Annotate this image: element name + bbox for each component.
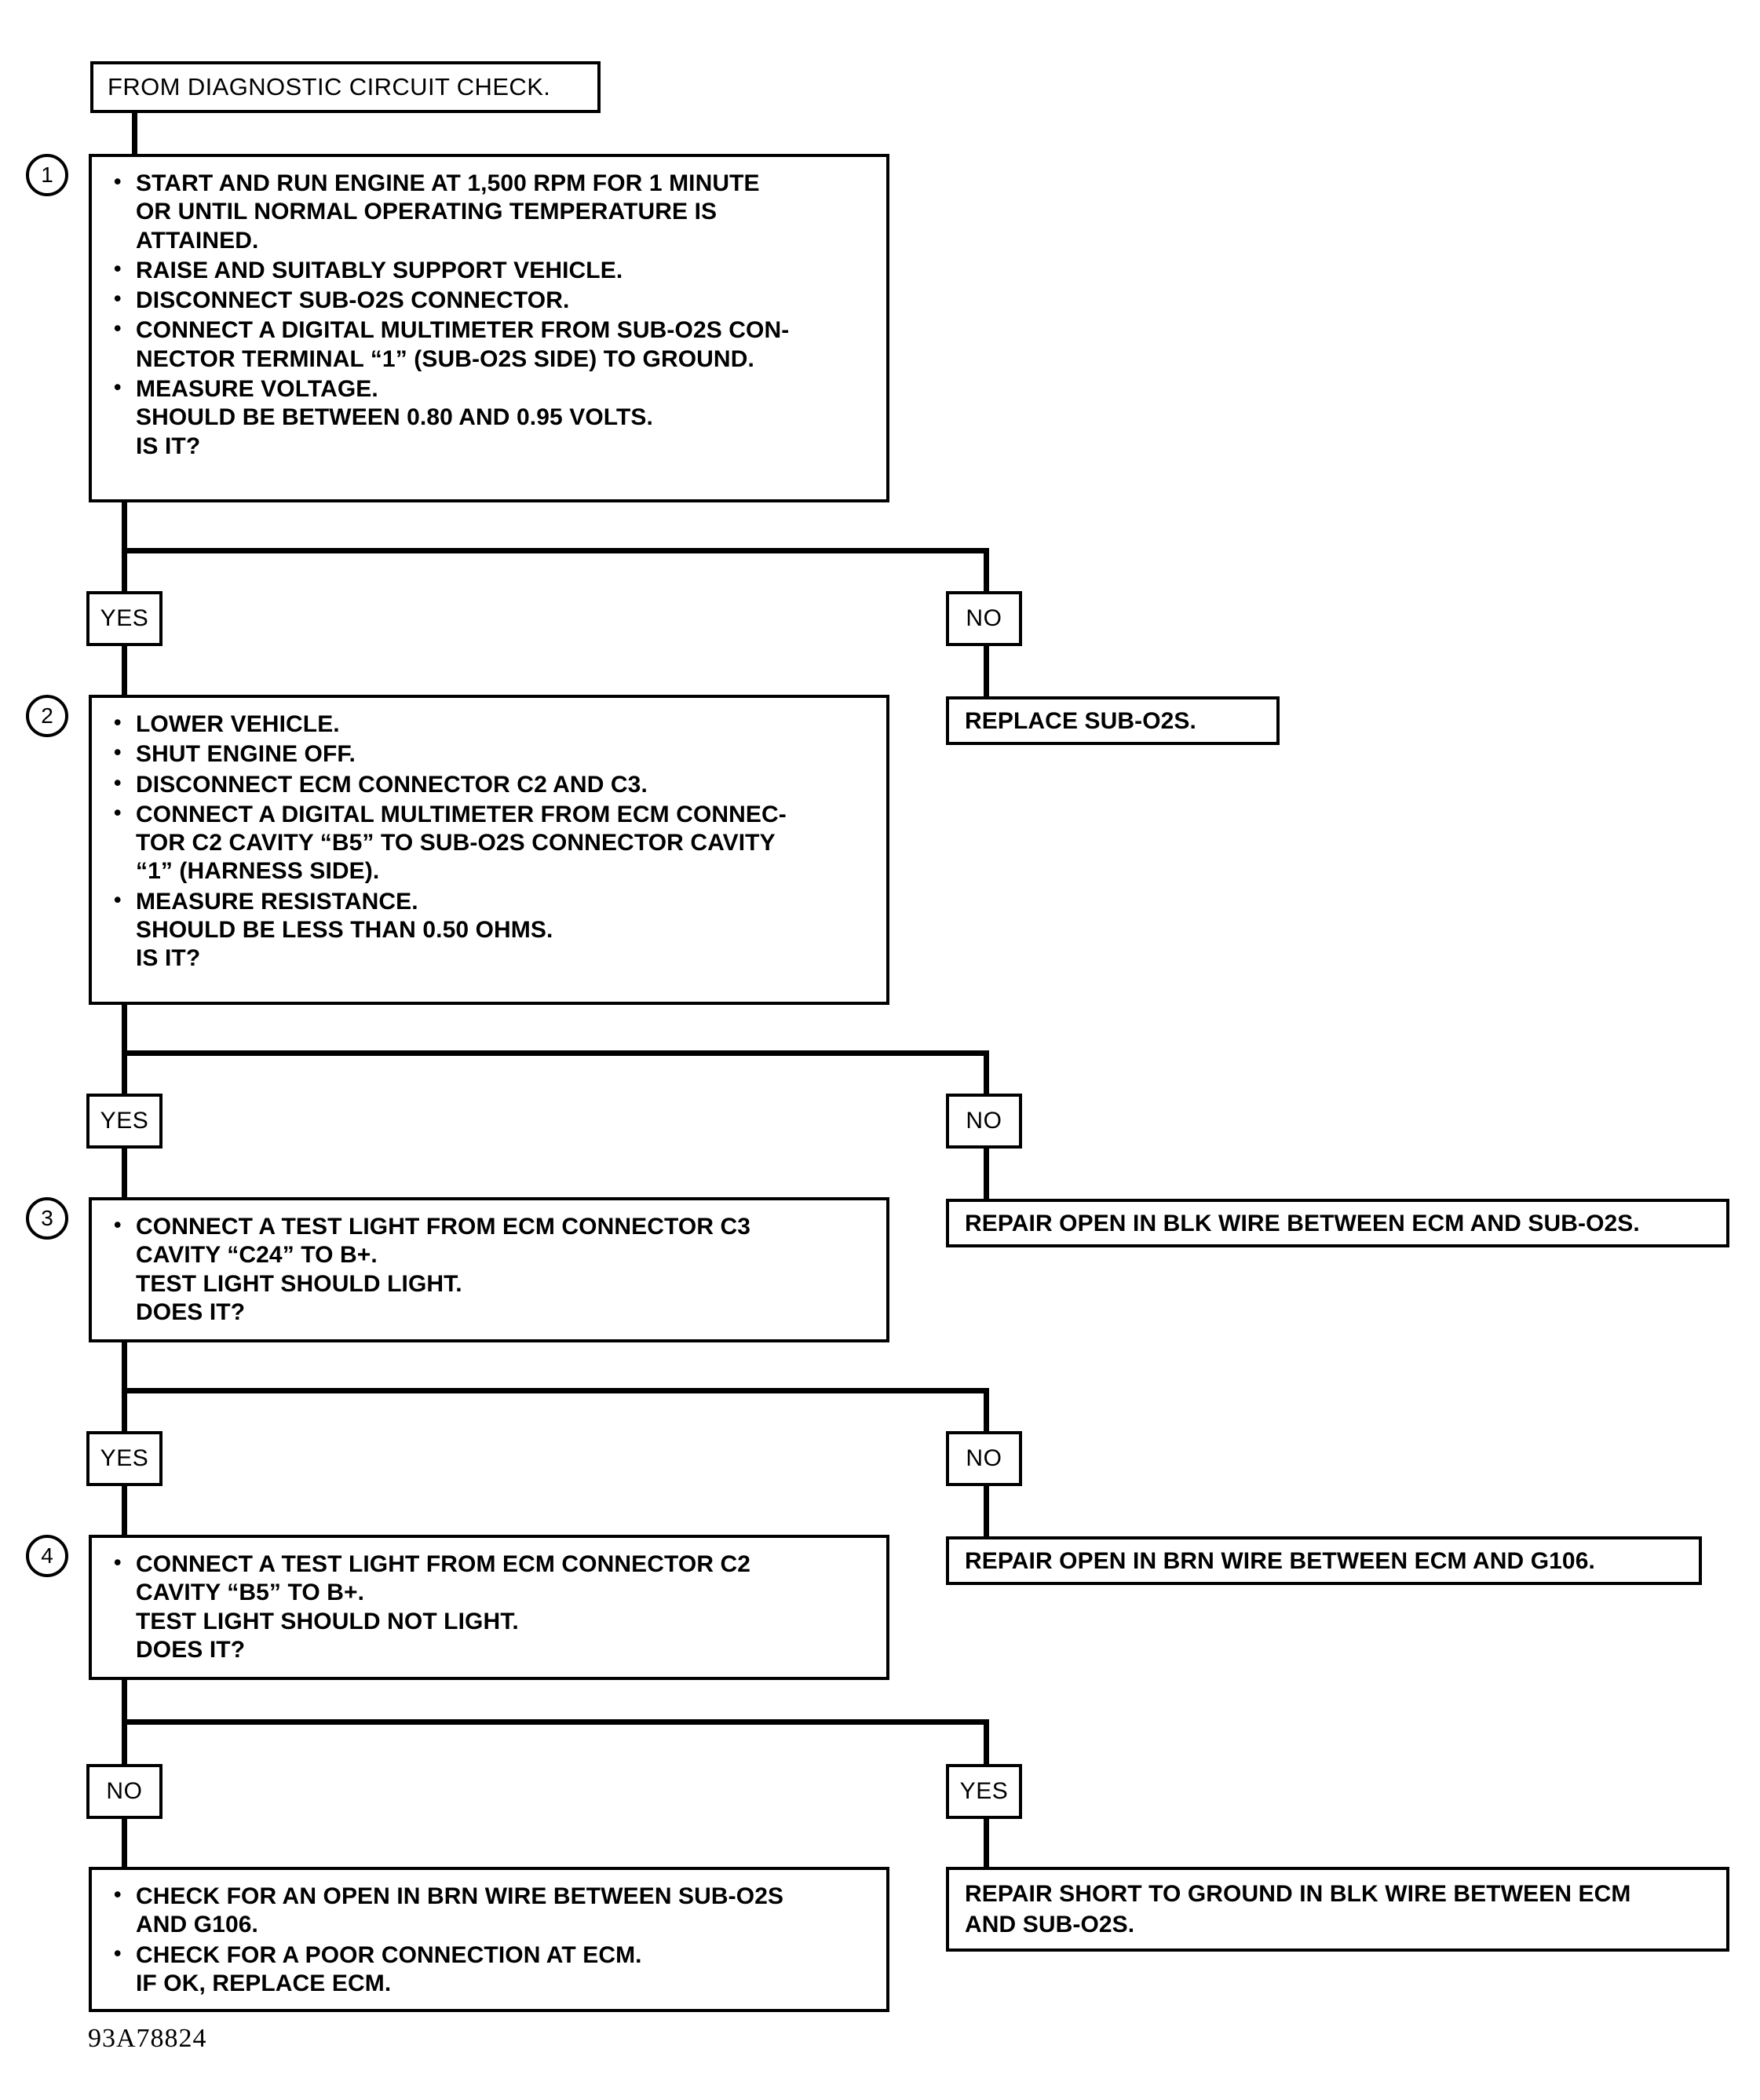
connector-branch2-yes-to-step3 — [122, 1149, 127, 1199]
list-item: CONNECT A TEST LIGHT FROM ECM CONNECTOR … — [106, 1212, 872, 1327]
step-2-box: LOWER VEHICLE. SHUT ENGINE OFF. DISCONNE… — [89, 695, 889, 1005]
branch-1-yes-box: YES — [86, 591, 162, 646]
connector-branch1-horizontal — [122, 548, 989, 553]
outcome-repair-open-brn-label: REPAIR OPEN IN BRN WIRE BETWEEN ECM AND … — [965, 1547, 1595, 1574]
branch-1-no-box: NO — [946, 591, 1022, 646]
branch-2-yes-box: YES — [86, 1094, 162, 1149]
outcome-replace-sub-o2s-label: REPLACE SUB-O2S. — [965, 707, 1196, 734]
outcome-repair-open-brn-box: REPAIR OPEN IN BRN WIRE BETWEEN ECM AND … — [946, 1536, 1702, 1585]
step-number-3: 3 — [26, 1197, 68, 1240]
final-check-list: CHECK FOR AN OPEN IN BRN WIRE BETWEEN SU… — [106, 1882, 872, 1999]
connector-branch4-yes-to-repair — [984, 1819, 989, 1868]
step-number-1: 1 — [26, 154, 68, 196]
branch-3-yes-box: YES — [86, 1431, 162, 1486]
step-3-list: CONNECT A TEST LIGHT FROM ECM CONNECTOR … — [106, 1212, 872, 1327]
list-item: CHECK FOR A POOR CONNECTION AT ECM. IF O… — [106, 1941, 872, 1999]
list-item: CONNECT A DIGITAL MULTIMETER FROM ECM CO… — [106, 800, 872, 886]
list-item: RAISE AND SUITABLY SUPPORT VEHICLE. — [106, 256, 872, 285]
list-item: CONNECT A DIGITAL MULTIMETER FROM SUB-O2… — [106, 316, 872, 374]
outcome-repair-short-blk-line1: REPAIR SHORT TO GROUND IN BLK WIRE BETWE… — [965, 1881, 1631, 1907]
entry-box: FROM DIAGNOSTIC CIRCUIT CHECK. — [90, 61, 601, 113]
branch-1-yes-label: YES — [100, 605, 149, 631]
list-item: DISCONNECT ECM CONNECTOR C2 AND C3. — [106, 770, 872, 799]
branch-4-yes-box: YES — [946, 1764, 1022, 1819]
step-4-list: CONNECT A TEST LIGHT FROM ECM CONNECTOR … — [106, 1550, 872, 1664]
connector-branch4-horizontal — [122, 1719, 989, 1725]
connector-branch1-left-down — [122, 548, 127, 591]
connector-step2-down — [122, 1005, 127, 1056]
branch-1-no-label: NO — [966, 605, 1002, 631]
branch-3-yes-label: YES — [100, 1445, 149, 1471]
connector-branch4-left-down — [122, 1719, 127, 1764]
outcome-repair-open-blk-label: REPAIR OPEN IN BLK WIRE BETWEEN ECM AND … — [965, 1210, 1640, 1236]
connector-branch3-no-to-repair — [984, 1486, 989, 1536]
connector-branch3-horizontal — [122, 1388, 989, 1393]
list-item: CONNECT A TEST LIGHT FROM ECM CONNECTOR … — [106, 1550, 872, 1664]
step-number-2-label: 2 — [41, 703, 53, 728]
connector-branch1-right-down — [984, 548, 989, 591]
branch-4-no-label: NO — [106, 1778, 143, 1804]
list-item: START AND RUN ENGINE AT 1,500 RPM FOR 1 … — [106, 169, 872, 255]
connector-step4-down — [122, 1680, 127, 1731]
branch-4-yes-label: YES — [959, 1778, 1009, 1804]
connector-branch2-left-down — [122, 1050, 127, 1094]
outcome-replace-sub-o2s-box: REPLACE SUB-O2S. — [946, 696, 1280, 745]
outcome-repair-short-blk-text: REPAIR SHORT TO GROUND IN BLK WIRE BETWE… — [965, 1879, 1631, 1940]
branch-3-no-box: NO — [946, 1431, 1022, 1486]
connector-entry-to-step1 — [132, 113, 137, 160]
list-item: MEASURE RESISTANCE. SHOULD BE LESS THAN … — [106, 887, 872, 973]
step-2-list: LOWER VEHICLE. SHUT ENGINE OFF. DISCONNE… — [106, 710, 872, 973]
branch-2-no-label: NO — [966, 1108, 1002, 1134]
footer-code: 93A78824 — [88, 2024, 207, 2053]
connector-branch4-right-down — [984, 1719, 989, 1764]
step-3-box: CONNECT A TEST LIGHT FROM ECM CONNECTOR … — [89, 1197, 889, 1342]
outcome-repair-short-blk-box: REPAIR SHORT TO GROUND IN BLK WIRE BETWE… — [946, 1867, 1729, 1952]
outcome-repair-open-blk-box: REPAIR OPEN IN BLK WIRE BETWEEN ECM AND … — [946, 1199, 1729, 1247]
step-1-list: START AND RUN ENGINE AT 1,500 RPM FOR 1 … — [106, 169, 872, 461]
list-item: SHUT ENGINE OFF. — [106, 740, 872, 769]
connector-branch2-right-down — [984, 1050, 989, 1094]
list-item: DISCONNECT SUB-O2S CONNECTOR. — [106, 286, 872, 315]
list-item: MEASURE VOLTAGE. SHOULD BE BETWEEN 0.80 … — [106, 374, 872, 461]
connector-branch3-yes-to-step4 — [122, 1486, 127, 1536]
list-item: CHECK FOR AN OPEN IN BRN WIRE BETWEEN SU… — [106, 1882, 872, 1940]
connector-branch3-left-down — [122, 1388, 127, 1431]
connector-branch2-no-to-repair — [984, 1149, 989, 1199]
branch-4-no-box: NO — [86, 1764, 162, 1819]
step-4-box: CONNECT A TEST LIGHT FROM ECM CONNECTOR … — [89, 1535, 889, 1680]
entry-label: FROM DIAGNOSTIC CIRCUIT CHECK. — [108, 73, 551, 100]
branch-2-yes-label: YES — [100, 1108, 149, 1134]
branch-3-no-label: NO — [966, 1445, 1002, 1471]
step-number-1-label: 1 — [41, 163, 53, 187]
step-number-3-label: 3 — [41, 1206, 53, 1230]
final-check-box: CHECK FOR AN OPEN IN BRN WIRE BETWEEN SU… — [89, 1867, 889, 2012]
connector-step3-down — [122, 1342, 127, 1393]
connector-step1-down — [122, 502, 127, 553]
list-item: LOWER VEHICLE. — [106, 710, 872, 739]
connector-branch3-right-down — [984, 1388, 989, 1431]
connector-branch2-horizontal — [122, 1050, 989, 1056]
step-number-2: 2 — [26, 695, 68, 737]
connector-branch1-yes-to-step2 — [122, 646, 127, 696]
step-1-box: START AND RUN ENGINE AT 1,500 RPM FOR 1 … — [89, 154, 889, 502]
outcome-repair-short-blk-line2: AND SUB-O2S. — [965, 1912, 1135, 1937]
branch-2-no-box: NO — [946, 1094, 1022, 1149]
connector-branch4-no-to-final — [122, 1819, 127, 1868]
step-number-4-label: 4 — [41, 1543, 53, 1568]
step-number-4: 4 — [26, 1535, 68, 1577]
connector-branch1-no-to-replace — [984, 646, 989, 696]
